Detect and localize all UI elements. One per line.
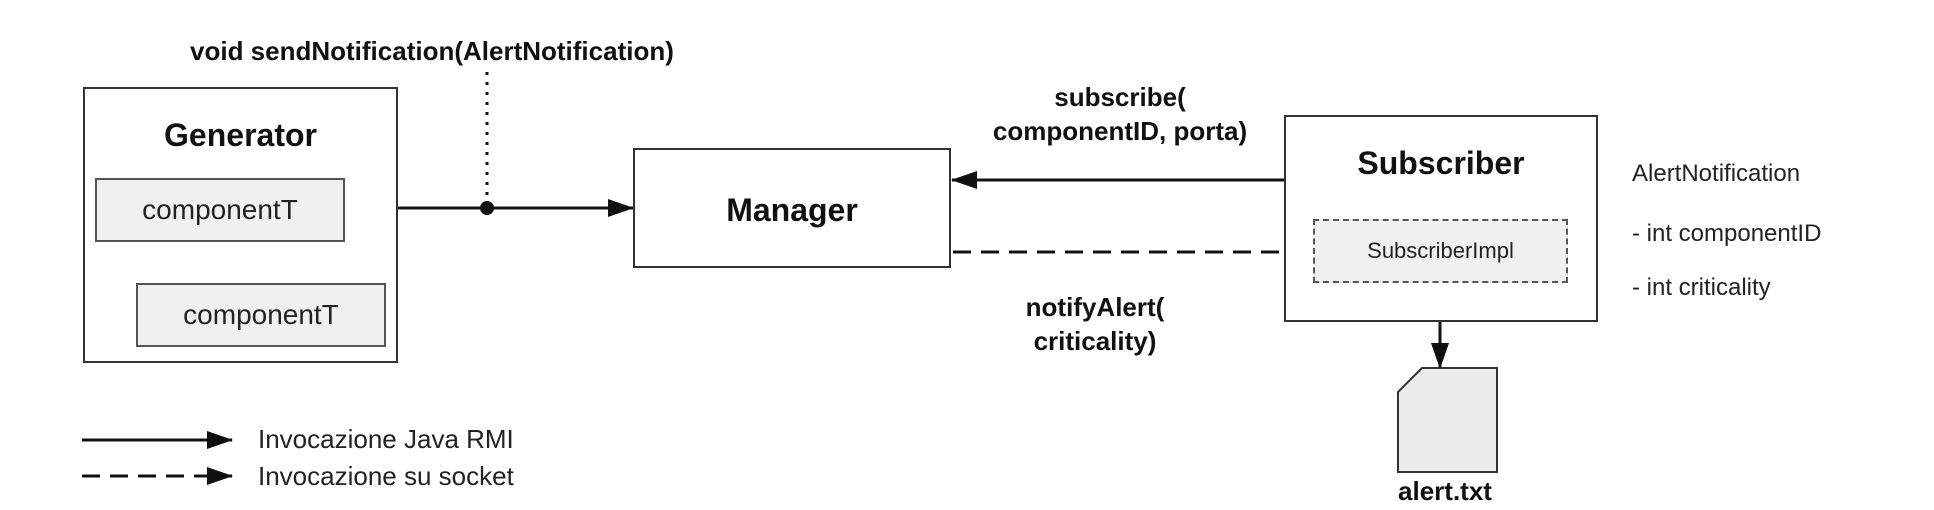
generator-title: Generator bbox=[164, 117, 317, 153]
file-icon bbox=[1397, 367, 1498, 473]
component-t-2: componentT bbox=[136, 283, 386, 347]
manager-title: Manager bbox=[726, 192, 858, 228]
component-t-1: componentT bbox=[95, 178, 345, 242]
alert-notification-title: AlertNotification bbox=[1632, 160, 1801, 187]
subscribe-label-line1: subscribe( bbox=[1054, 82, 1186, 112]
alert-notification-field-2: - int criticality bbox=[1632, 274, 1771, 301]
notify-alert-label-line2: criticality) bbox=[1033, 326, 1157, 356]
subscriber-impl: SubscriberImpl bbox=[1313, 219, 1568, 283]
legend-rmi-label: Invocazione Java RMI bbox=[258, 424, 514, 454]
junction-dot bbox=[480, 201, 494, 215]
file-name-label: alert.txt bbox=[1398, 476, 1492, 506]
notify-alert-label: notifyAlert( criticality) bbox=[985, 290, 1205, 358]
subscriber-title: Subscriber bbox=[1357, 145, 1525, 181]
notify-alert-label-line1: notifyAlert( bbox=[1025, 292, 1165, 322]
alert-notification-field-1: - int componentID bbox=[1632, 220, 1822, 247]
generator-box: Generator componentT componentT bbox=[83, 87, 398, 363]
subscribe-label: subscribe( componentID, porta) bbox=[965, 80, 1275, 148]
subscribe-label-line2: componentID, porta) bbox=[992, 116, 1248, 146]
manager-box: Manager bbox=[633, 148, 951, 268]
send-notification-label: void sendNotification(AlertNotification) bbox=[190, 36, 674, 66]
legend-socket-label: Invocazione su socket bbox=[258, 461, 514, 491]
subscriber-box: Subscriber SubscriberImpl bbox=[1284, 115, 1598, 322]
